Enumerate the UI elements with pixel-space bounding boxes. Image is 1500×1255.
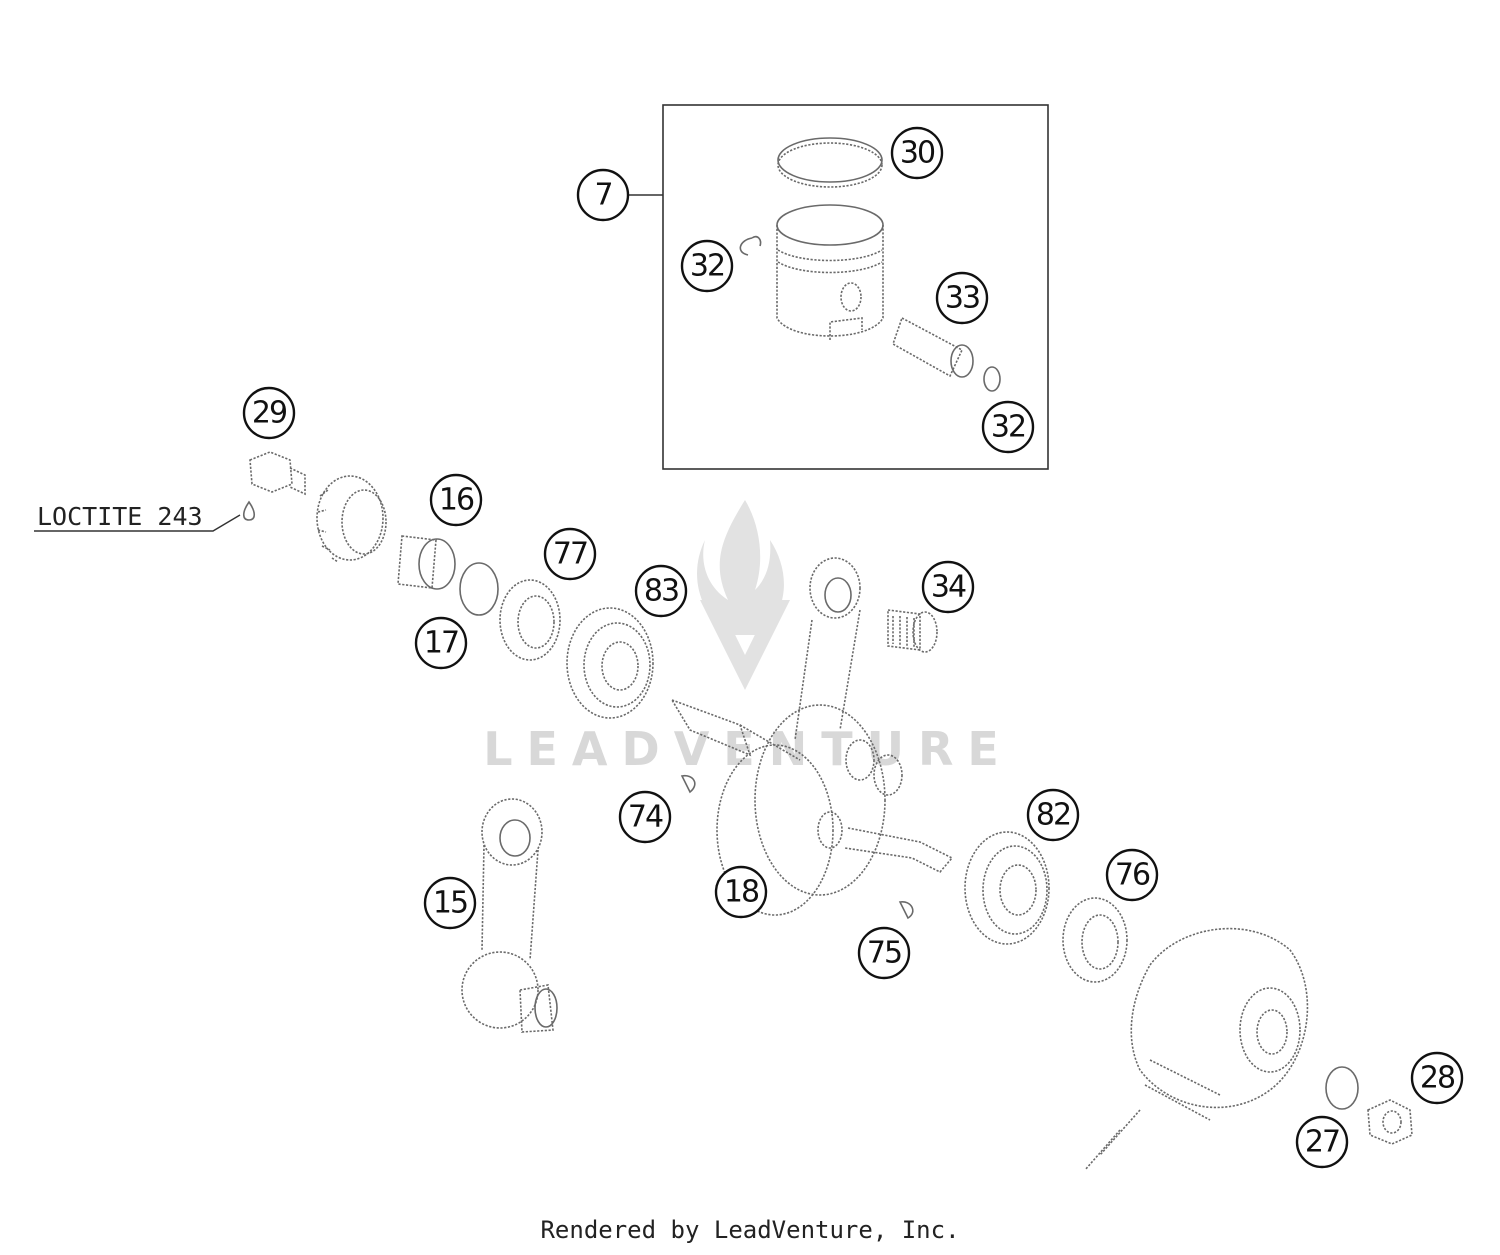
callout-28: 28 — [1410, 1051, 1464, 1105]
piston-ring — [777, 137, 883, 188]
callout-27: 27 — [1295, 1115, 1349, 1169]
callout-18: 18 — [714, 865, 768, 919]
svg-text:15: 15 — [433, 886, 467, 921]
callout-7: 7 — [576, 168, 630, 222]
shaft-seal-left — [499, 579, 561, 661]
callout-17: 17 — [414, 616, 468, 670]
svg-text:7: 7 — [594, 178, 611, 213]
svg-text:32: 32 — [690, 249, 724, 284]
svg-text:83: 83 — [644, 574, 678, 609]
render-credit: Rendered by LeadVenture, Inc. — [540, 1216, 960, 1244]
rotor-washer — [1325, 1066, 1359, 1110]
watermark-brand: LEADVENTURE — [483, 722, 1013, 776]
svg-text:34: 34 — [931, 570, 966, 605]
watermark-flame-icon — [697, 500, 784, 635]
svg-text:75: 75 — [867, 936, 901, 971]
callout-83: 83 — [634, 564, 688, 618]
callout-30: 30 — [890, 126, 944, 180]
callout-74: 74 — [618, 790, 672, 844]
callout-15: 15 — [423, 876, 477, 930]
svg-text:33: 33 — [945, 281, 979, 316]
loctite-note: LOCTITE 243 — [37, 502, 203, 531]
woodruff-key-75 — [898, 901, 914, 920]
flywheel-rotor — [1084, 927, 1309, 1171]
connecting-rod — [461, 798, 558, 1033]
piston-kit-box — [662, 104, 1049, 470]
svg-text:17: 17 — [424, 626, 458, 661]
callout-34: 34 — [921, 560, 975, 614]
callout-32-upper: 32 — [680, 239, 734, 293]
callout-33: 33 — [935, 271, 989, 325]
main-bearing-left — [566, 607, 654, 719]
watermark-v-icon — [700, 600, 790, 690]
svg-text:77: 77 — [553, 537, 587, 572]
callout-32-lower: 32 — [981, 400, 1035, 454]
callout-16: 16 — [429, 473, 483, 527]
circlip-upper — [739, 235, 762, 256]
rotor-nut — [1367, 1099, 1413, 1145]
svg-text:32: 32 — [991, 410, 1025, 445]
spacer-bushing — [397, 535, 456, 590]
callout-76: 76 — [1105, 848, 1159, 902]
svg-text:74: 74 — [628, 800, 663, 835]
piston-pin — [892, 316, 974, 378]
watermark: LEADVENTURE — [483, 500, 1013, 776]
main-bearing-right — [964, 831, 1050, 945]
loctite-leader-line — [34, 514, 241, 532]
callout-29: 29 — [242, 386, 296, 440]
callout-82: 82 — [1026, 788, 1080, 842]
svg-text:18: 18 — [724, 875, 759, 910]
svg-text:29: 29 — [252, 396, 286, 431]
callout-75: 75 — [857, 926, 911, 980]
woodruff-key-74 — [680, 774, 696, 794]
needle-bearing — [887, 609, 938, 653]
callout-77: 77 — [543, 527, 597, 581]
loctite-drop-icon — [242, 500, 256, 521]
svg-text:16: 16 — [439, 483, 474, 518]
crank-gear — [316, 475, 387, 563]
svg-text:82: 82 — [1036, 798, 1070, 833]
piston — [776, 204, 884, 340]
svg-text:27: 27 — [1305, 1125, 1339, 1160]
svg-text:30: 30 — [900, 136, 935, 171]
shim-ring — [459, 562, 499, 616]
svg-text:76: 76 — [1115, 858, 1150, 893]
shaft-seal-right — [1062, 897, 1128, 983]
gear-bolt — [249, 451, 306, 496]
circlip-lower — [983, 366, 1001, 392]
crankshaft — [670, 698, 954, 916]
svg-text:28: 28 — [1420, 1061, 1455, 1096]
connecting-rod-installed — [794, 557, 861, 741]
